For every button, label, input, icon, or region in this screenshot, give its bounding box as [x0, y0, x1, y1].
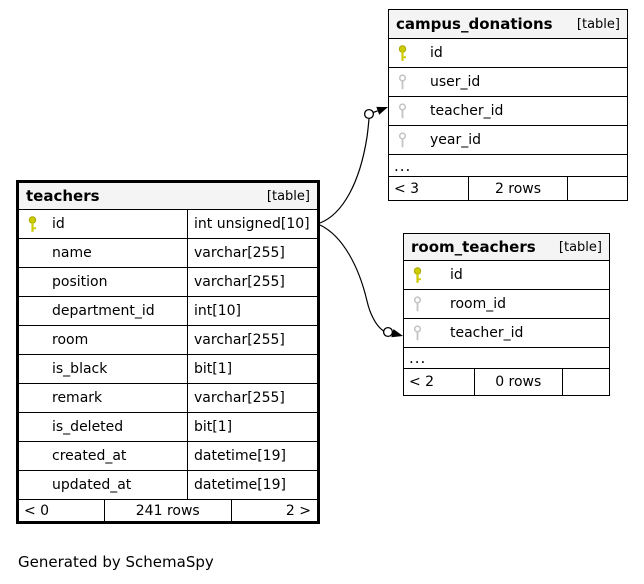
- column-row-teacher_id[interactable]: teacher_id: [389, 97, 627, 126]
- column-row-id[interactable]: id int unsigned[10]: [19, 210, 317, 239]
- column-row-name[interactable]: name varchar[255]: [19, 239, 317, 268]
- column-type: varchar[255]: [187, 239, 317, 267]
- column-name: teacher_id: [450, 325, 524, 341]
- footer-parents-count: 2 >: [230, 500, 317, 521]
- table-name: campus_donations: [396, 15, 553, 33]
- primary-key-icon: [19, 215, 45, 233]
- fk-line-campus-donations: [319, 118, 370, 224]
- column-row-room_id[interactable]: room_id: [404, 290, 609, 319]
- table-room-teachers[interactable]: room_teachers [table] id room_id teacher_i…: [403, 233, 610, 396]
- generator-note: Generated by SchemaSpy: [18, 553, 214, 571]
- column-row-year_id[interactable]: year_id: [389, 126, 627, 155]
- column-row-id[interactable]: id: [404, 261, 609, 290]
- column-row-is_black[interactable]: is_black bit[1]: [19, 355, 317, 384]
- column-type: bit[1]: [187, 413, 317, 441]
- cardinality-circle-icon: [363, 108, 375, 120]
- footer-row-count: 2 rows: [467, 177, 568, 200]
- column-row-remark[interactable]: remark varchar[255]: [19, 384, 317, 413]
- column-name: id: [450, 267, 463, 283]
- column-name: created_at: [52, 448, 127, 464]
- table-name: room_teachers: [411, 238, 536, 256]
- column-name: department_id: [52, 303, 155, 319]
- column-list: id room_id teacher_id...: [404, 261, 609, 369]
- column-row-created_at[interactable]: created_at datetime[19]: [19, 442, 317, 471]
- foreign-key-icon: [389, 102, 415, 120]
- column-type: datetime[19]: [187, 471, 317, 499]
- column-list: id user_id teacher_id year_id...: [389, 39, 627, 177]
- column-name: remark: [52, 390, 103, 406]
- table-footer: < 0 241 rows 2 >: [19, 500, 317, 521]
- column-name: user_id: [430, 74, 481, 90]
- column-row-is_deleted[interactable]: is_deleted bit[1]: [19, 413, 317, 442]
- column-name: is_black: [52, 361, 108, 377]
- column-type: varchar[255]: [187, 326, 317, 354]
- column-type: datetime[19]: [187, 442, 317, 470]
- column-name: teacher_id: [430, 103, 504, 119]
- footer-parents-count: [561, 369, 609, 395]
- column-name: room: [52, 332, 89, 348]
- table-header[interactable]: room_teachers [table]: [404, 234, 609, 261]
- table-teachers[interactable]: teachers [table] id int unsigned[10] name v…: [16, 180, 320, 524]
- column-row-position[interactable]: position varchar[255]: [19, 268, 317, 297]
- foreign-key-icon: [389, 73, 415, 91]
- column-name: room_id: [450, 296, 506, 312]
- column-name: is_deleted: [52, 419, 124, 435]
- column-type: varchar[255]: [187, 384, 317, 412]
- hidden-columns-ellipsis: ...: [389, 155, 627, 177]
- footer-children-count: < 3: [394, 180, 420, 197]
- foreign-key-icon: [389, 131, 415, 149]
- column-type: int unsigned[10]: [187, 210, 317, 238]
- column-name: updated_at: [52, 477, 132, 493]
- column-name: position: [52, 274, 108, 290]
- foreign-key-icon: [404, 295, 430, 313]
- column-name: id: [430, 45, 443, 61]
- column-type: int[10]: [187, 297, 317, 325]
- column-row-room[interactable]: room varchar[255]: [19, 326, 317, 355]
- column-name: id: [52, 216, 65, 232]
- arrowhead-icon: [376, 106, 388, 115]
- footer-row-count: 241 rows: [103, 500, 231, 521]
- table-header[interactable]: campus_donations [table]: [389, 10, 627, 39]
- foreign-key-icon: [404, 324, 430, 342]
- column-type: bit[1]: [187, 355, 317, 383]
- hidden-columns-ellipsis: ...: [404, 348, 609, 369]
- fk-line-campus-donations-end: [372, 110, 378, 114]
- column-row-department_id[interactable]: department_id int[10]: [19, 297, 317, 326]
- footer-children-count: < 0: [24, 502, 50, 519]
- column-row-teacher_id[interactable]: teacher_id: [404, 319, 609, 348]
- cardinality-circle-icon: [382, 326, 394, 338]
- column-row-id[interactable]: id: [389, 39, 627, 68]
- column-row-updated_at[interactable]: updated_at datetime[19]: [19, 471, 317, 500]
- table-tag: [table]: [576, 16, 620, 32]
- column-row-user_id[interactable]: user_id: [389, 68, 627, 97]
- fk-line-room-teachers: [319, 224, 384, 332]
- table-tag: [table]: [266, 188, 310, 204]
- footer-parents-count: [567, 177, 627, 200]
- table-name: teachers: [26, 187, 100, 205]
- footer-children-count: < 2: [409, 374, 435, 390]
- table-header[interactable]: teachers [table]: [19, 183, 317, 210]
- primary-key-icon: [404, 266, 430, 284]
- column-name: year_id: [430, 132, 482, 148]
- column-name: name: [52, 245, 92, 261]
- arrowhead-icon: [391, 329, 403, 338]
- table-tag: [table]: [558, 239, 602, 255]
- table-footer: < 2 0 rows: [404, 369, 609, 395]
- primary-key-icon: [389, 44, 415, 62]
- column-type: varchar[255]: [187, 268, 317, 296]
- table-footer: < 3 2 rows: [389, 177, 627, 200]
- footer-row-count: 0 rows: [473, 369, 562, 395]
